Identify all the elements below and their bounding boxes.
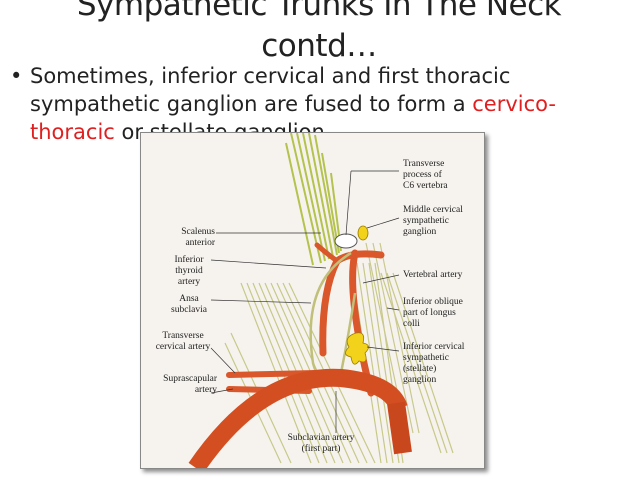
vertebral-artery xyxy=(349,249,375,397)
label-suprascapular-artery: Suprascapular artery xyxy=(163,374,217,395)
label-middle-cervical-ganglion: Middle cervical sympathetic ganglion xyxy=(403,205,463,237)
label-inferior-oblique: Inferior oblique part of longus colli xyxy=(403,297,463,329)
middle-cervical-ganglion xyxy=(357,225,369,241)
leader-lines xyxy=(210,170,400,433)
slide-title-line2: contd… xyxy=(261,28,377,64)
subclavian-origin xyxy=(387,401,412,455)
label-transverse-process: Transverse process of C6 vertebra xyxy=(403,159,448,191)
inferior-thyroid-branch xyxy=(314,242,340,264)
label-transverse-cervical-artery: Transverse cervical artery xyxy=(155,331,211,352)
subclavian-artery xyxy=(188,368,408,468)
anatomy-illustration xyxy=(188,133,454,468)
bullet-text-part1: Sometimes, inferior cervical and first t… xyxy=(30,64,511,116)
c6-transverse-process xyxy=(334,233,358,249)
label-inferior-thyroid-artery: Inferior thyroid artery xyxy=(174,255,204,287)
label-stellate-ganglion: Inferior cervical sympathetic (stellate)… xyxy=(403,342,465,385)
bullet-marker: • xyxy=(10,64,23,88)
scalenus-anterior-muscle xyxy=(285,133,342,266)
label-scalenus-anterior: Scalenus anterior xyxy=(181,227,215,248)
label-ansa-subclavia: Ansa subclavia xyxy=(171,294,207,315)
label-subclavian-artery: Subclavian artery (first part) xyxy=(287,433,355,454)
slide-title-line1: Sympathetic Trunks In The Neck xyxy=(76,0,562,23)
bullet-highlight: cervico-thoracic xyxy=(30,92,556,144)
label-vertebral-artery: Vertebral artery xyxy=(403,270,463,280)
anatomy-figure: Scalenus anterior Inferior thyroid arter… xyxy=(140,132,485,469)
stellate-ganglion xyxy=(345,332,369,365)
